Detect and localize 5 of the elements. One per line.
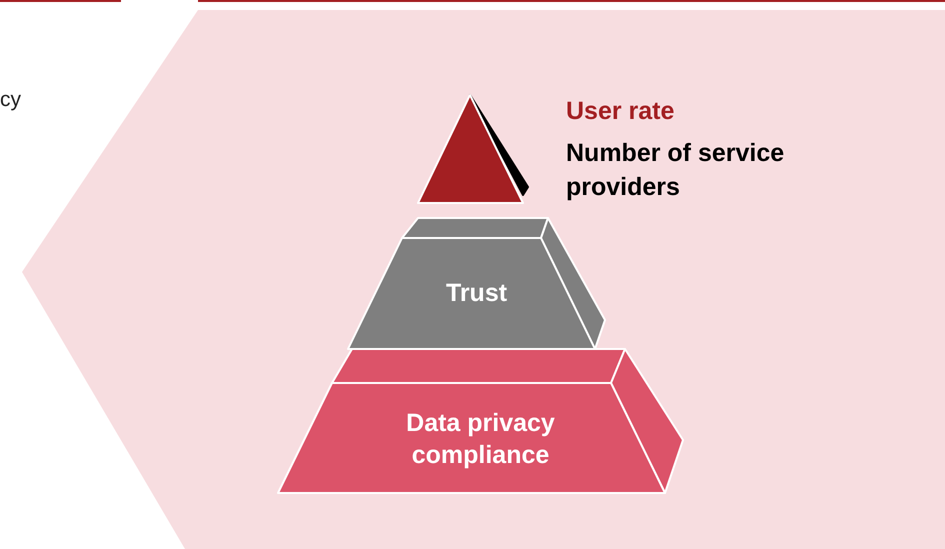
description-label: Number of service providers xyxy=(566,138,786,203)
tier-label: Trust xyxy=(446,278,508,310)
cut-off-text: cy xyxy=(0,88,21,112)
heading-label: User rate xyxy=(566,96,676,127)
tier-label: Data privacy compliance xyxy=(405,408,556,471)
